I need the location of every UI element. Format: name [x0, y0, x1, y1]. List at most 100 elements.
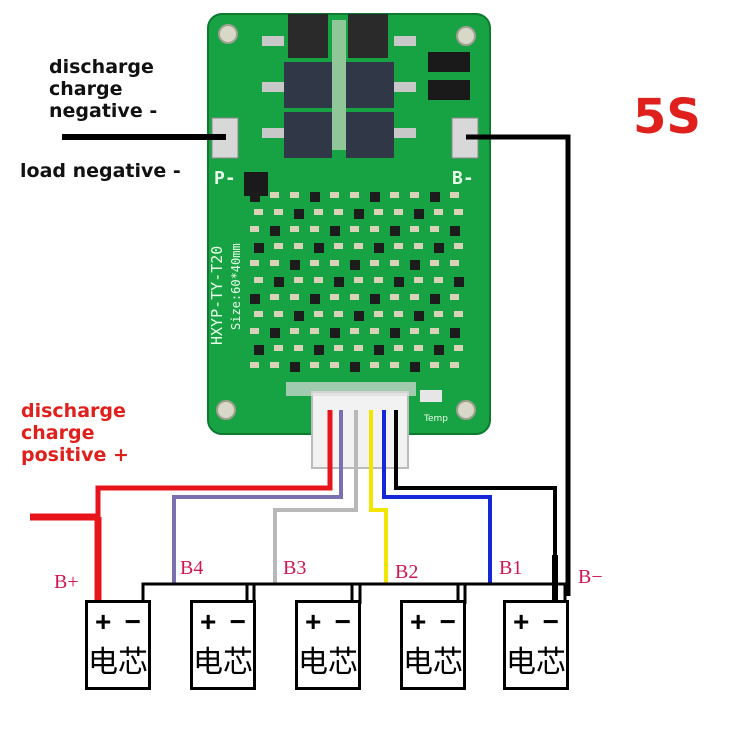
- cell-plus-sign: +: [410, 606, 427, 637]
- smd-component: [414, 311, 424, 321]
- smd-component: [310, 294, 320, 304]
- smd-component: [410, 328, 419, 334]
- mount-hole-icon: [218, 24, 238, 44]
- smd-component: [374, 277, 383, 283]
- smd-component: [410, 260, 420, 270]
- pcb-board: P- B- HXYP-TY-T20 Size:60*40mm Temp: [207, 13, 491, 469]
- smd-component: [330, 226, 340, 236]
- smd-component: [290, 260, 300, 270]
- connector-negative-wire: [394, 410, 557, 560]
- temp-label: Temp: [423, 414, 448, 424]
- board-size-text: Size:60*40mm: [229, 243, 243, 330]
- cell-plus-sign: +: [305, 606, 322, 637]
- smd-component: [250, 328, 259, 334]
- smd-component: [314, 311, 323, 317]
- smd-component: [374, 243, 384, 253]
- smd-component: [254, 209, 263, 215]
- smd-component: [430, 362, 439, 368]
- smd-component: [274, 243, 283, 249]
- cell-name: 电芯: [403, 645, 463, 680]
- b3-wire: [273, 410, 358, 584]
- smd-component: [270, 192, 279, 198]
- smd-component: [330, 328, 340, 338]
- smd-component: [290, 328, 299, 334]
- series-count-title: 5S: [633, 89, 701, 145]
- smd-component: [310, 362, 319, 368]
- smd-component: [430, 192, 440, 202]
- cell-name: 电芯: [193, 645, 253, 680]
- smd-component: [250, 260, 259, 266]
- cell-link-4-5: [456, 582, 567, 604]
- cell-link-2-3: [245, 582, 362, 604]
- smd-component: [254, 277, 263, 283]
- smd-component: [394, 277, 404, 287]
- battery-cell-2: + − 电芯: [190, 600, 256, 690]
- cell-minus-sign: −: [229, 606, 246, 637]
- smd-component: [410, 226, 419, 232]
- smd-component: [310, 260, 319, 266]
- smd-component: [274, 345, 283, 351]
- smd-component: [314, 209, 323, 215]
- smd-component: [390, 362, 399, 368]
- smd-component: [294, 345, 303, 351]
- smd-component: [354, 277, 363, 283]
- smd-component: [314, 345, 324, 355]
- smd-component: [370, 226, 379, 232]
- smd-component: [354, 243, 363, 249]
- smd-component: [390, 294, 399, 300]
- cell-plus-sign: +: [95, 606, 112, 637]
- smd-component: [294, 243, 303, 249]
- cell-minus-sign: −: [542, 606, 559, 637]
- smd-component: [274, 209, 283, 215]
- mount-hole-icon: [456, 400, 476, 420]
- smd-component: [414, 243, 423, 249]
- smd-component: [454, 243, 463, 249]
- smd-component: [430, 328, 439, 334]
- smd-component: [314, 243, 324, 253]
- smd-component: [294, 209, 304, 219]
- smd-component: [334, 209, 343, 215]
- smd-component: [450, 362, 459, 368]
- shunt-resistor: [428, 80, 470, 100]
- smd-component: [290, 294, 299, 300]
- smd-component: [334, 243, 343, 249]
- smd-component: [370, 362, 379, 368]
- smd-component: [390, 192, 399, 198]
- smd-component: [354, 209, 364, 219]
- terminal-b-minus-label: B−: [578, 566, 603, 588]
- smd-component: [414, 277, 423, 283]
- smd-component: [290, 226, 299, 232]
- smd-component: [334, 345, 343, 351]
- discharge-charge-positive-label: discharge charge positive +: [21, 400, 129, 466]
- smd-component: [270, 226, 280, 236]
- mosfet-array: [262, 14, 416, 158]
- smd-component: [394, 243, 403, 249]
- smd-component: [350, 226, 359, 232]
- smd-component: [394, 311, 403, 317]
- smd-component: [434, 345, 444, 355]
- smd-component: [350, 294, 359, 300]
- smd-component: [410, 192, 419, 198]
- smd-component: [390, 226, 400, 236]
- smd-component: [330, 192, 339, 198]
- terminal-b2-label: B2: [395, 561, 419, 583]
- smd-component: [254, 345, 264, 355]
- board-model-text: HXYP-TY-T20: [208, 246, 226, 345]
- smd-component: [270, 294, 279, 300]
- cell-name: 电芯: [506, 645, 566, 680]
- shunt-resistor: [428, 52, 470, 72]
- cell-minus-sign: −: [124, 606, 141, 637]
- smd-component: [454, 311, 463, 317]
- smd-component: [374, 209, 383, 215]
- smd-component: [390, 260, 399, 266]
- terminal-b1-label: B1: [499, 557, 523, 579]
- smd-component: [370, 260, 379, 266]
- b1-wire: [382, 410, 492, 584]
- smd-component: [370, 294, 380, 304]
- battery-cell-5: + − 电芯: [503, 600, 569, 690]
- smd-component: [330, 362, 339, 368]
- smd-component: [334, 277, 344, 287]
- smd-component: [410, 362, 420, 372]
- cell-plus-sign: +: [513, 606, 530, 637]
- terminal-b4-label: B4: [180, 557, 204, 579]
